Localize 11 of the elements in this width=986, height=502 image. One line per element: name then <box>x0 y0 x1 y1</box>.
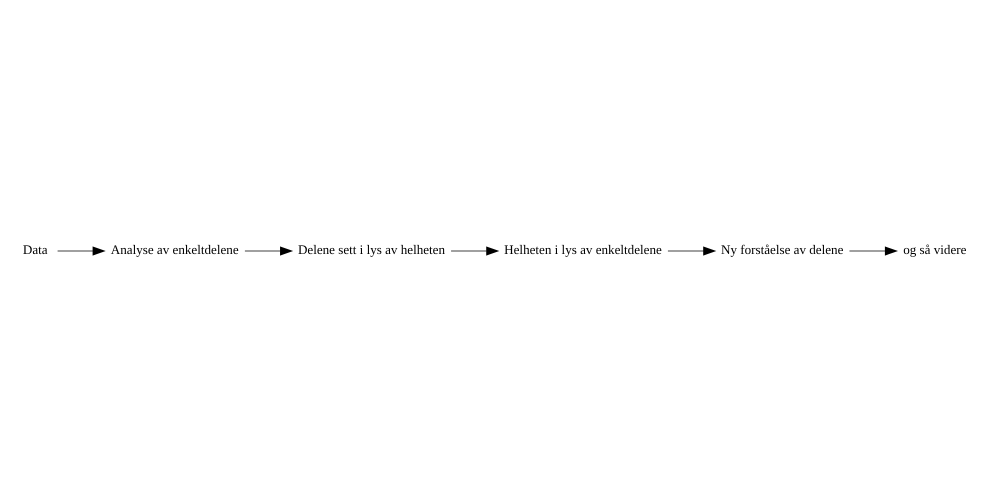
arrow <box>849 246 898 256</box>
node-text: og så videre <box>903 242 966 258</box>
arrow <box>244 246 294 256</box>
arrow <box>57 246 106 256</box>
arrow <box>668 246 716 256</box>
node-text: Data <box>22 242 48 258</box>
node-text: Helheten i lys av enkeltdelene <box>504 242 662 258</box>
node-text: Delene sett i lys av helheten <box>298 242 446 258</box>
node-text: Analyse av enkeltdelene <box>110 242 239 258</box>
arrow <box>450 246 500 256</box>
node-text: Ny forståelse av delene <box>721 242 844 258</box>
